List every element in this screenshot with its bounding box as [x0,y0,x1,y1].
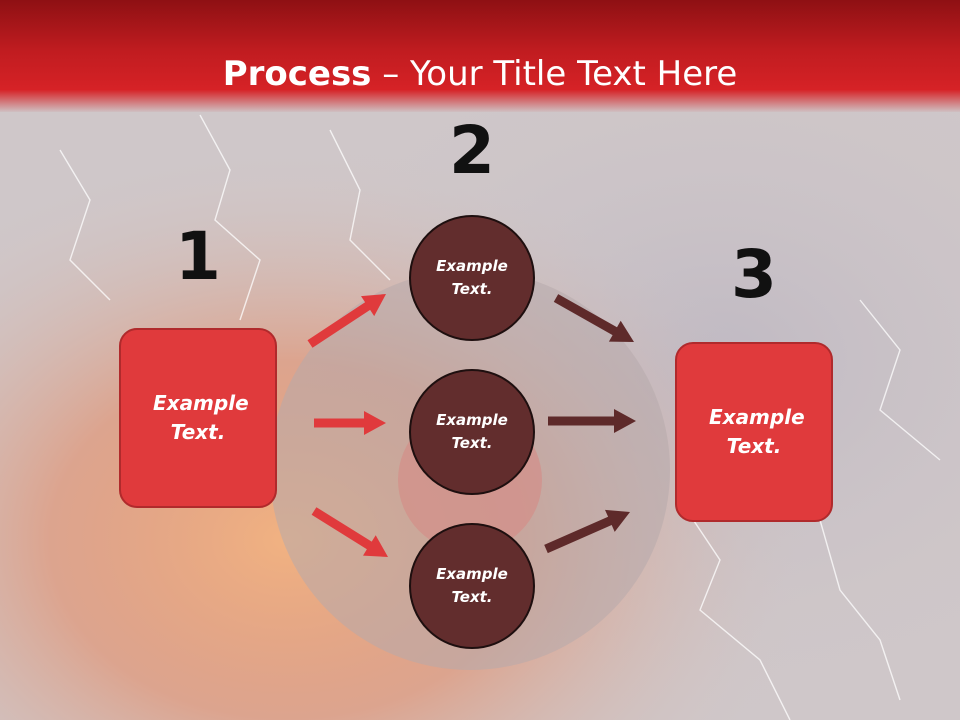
title-bold: Process [222,54,372,94]
arrow-1-to-2-top [307,294,386,348]
step-3-box: Example Text. [675,342,833,522]
arrow-2-top-to-3-shape [553,294,634,342]
title-rest: – Your Title Text Here [371,54,738,94]
page-title: Process – Your Title Text Here [0,52,960,96]
arrow-2-top-to-3 [553,294,634,342]
step-1-text: Example Text. [153,391,249,444]
step-2-circle-top: Example Text. [409,215,535,341]
arrow-2-middle-to-3 [548,409,636,433]
arrow-2-bottom-to-3 [544,509,630,554]
arrow-2-bottom-to-3-shape [544,509,630,554]
step-2-circle-top-text: Example Text. [436,257,508,298]
arrow-1-to-2-top-shape [307,294,386,348]
arrow-2-middle-to-3-shape [548,409,636,433]
step-number-3: 3 [731,236,777,313]
title-bar [0,0,960,112]
step-number-1: 1 [175,218,221,295]
step-2-circle-middle-text: Example Text. [436,411,508,452]
step-2-circle-middle: Example Text. [409,369,535,495]
arrow-1-to-2-middle-shape [314,411,386,435]
step-1-box: Example Text. [119,328,277,508]
step-number-2: 2 [449,112,495,189]
arrow-1-to-2-bottom [311,507,388,557]
arrow-1-to-2-bottom-shape [311,507,388,557]
arrow-1-to-2-middle [314,411,386,435]
step-2-circle-bottom: Example Text. [409,523,535,649]
step-2-circle-bottom-text: Example Text. [436,565,508,606]
step-3-text: Example Text. [709,405,805,458]
